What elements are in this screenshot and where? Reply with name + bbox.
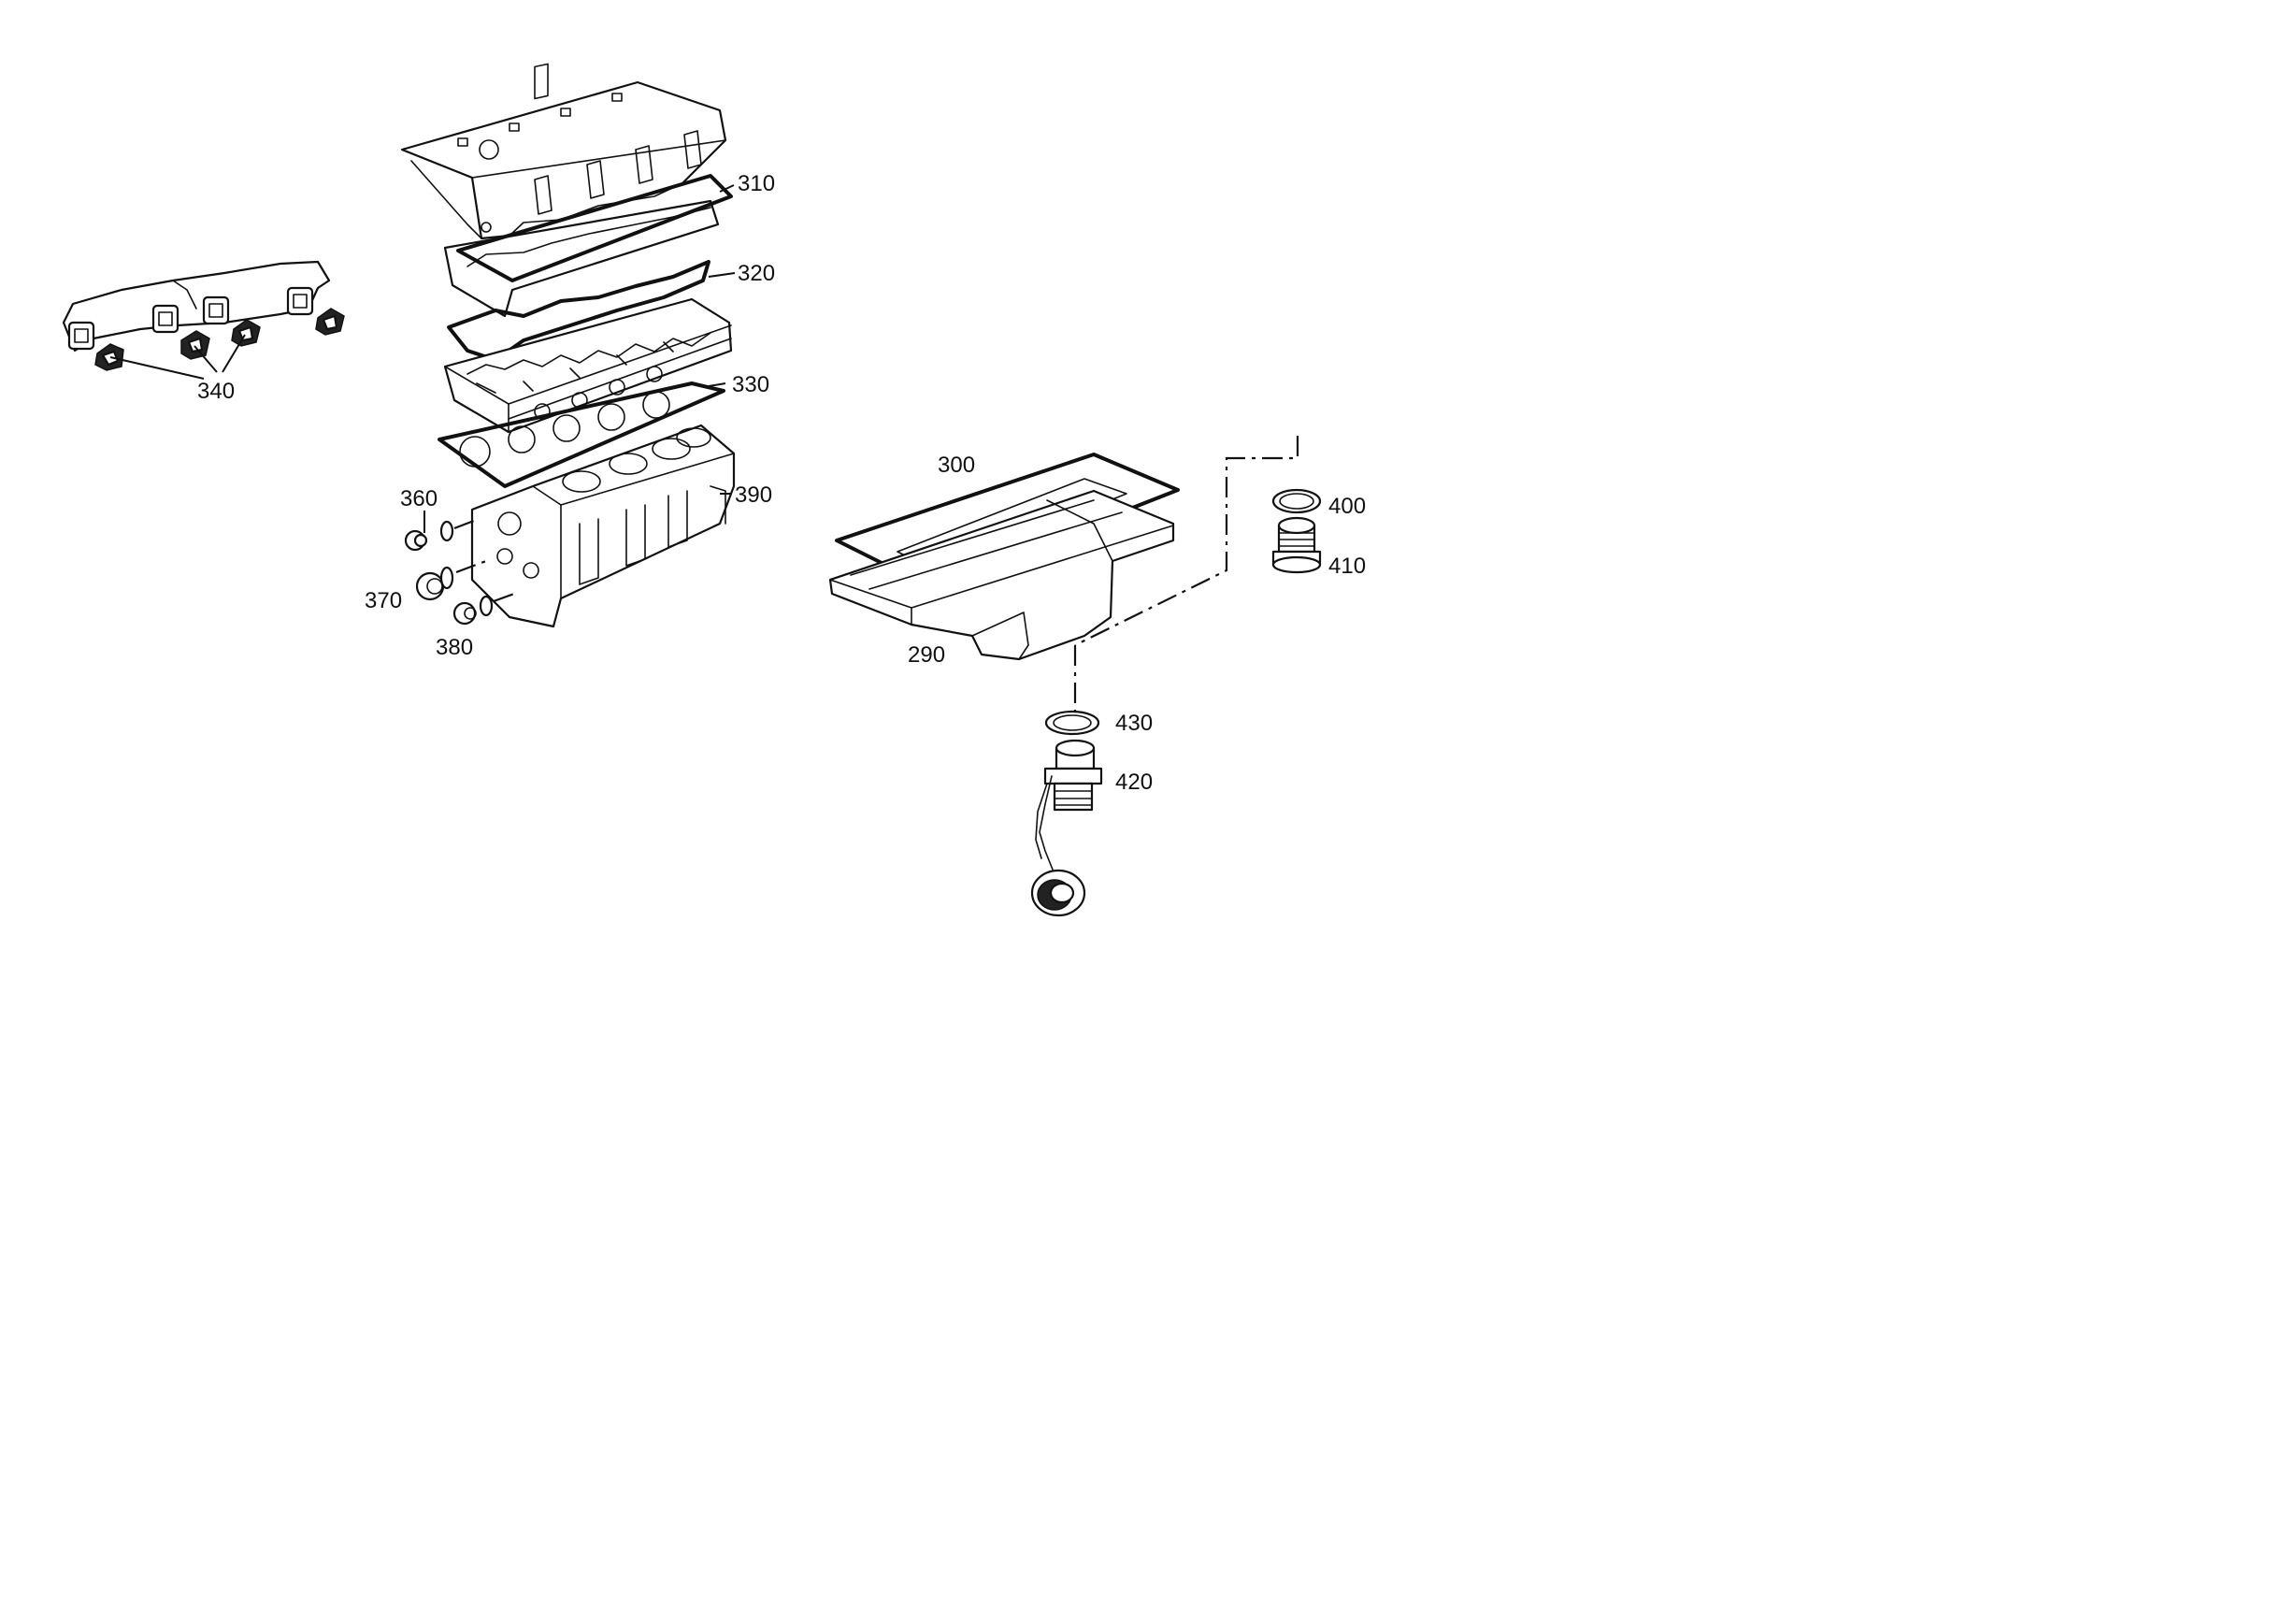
callout-430: 430 <box>1115 711 1153 736</box>
plug-360-axis <box>453 517 480 530</box>
seal-ring-430 <box>1044 710 1100 736</box>
callout-360: 360 <box>400 486 438 511</box>
callout-300: 300 <box>938 453 975 478</box>
plug-360 <box>404 520 454 552</box>
leader-310 <box>719 184 735 193</box>
exhaust-manifold <box>62 260 331 353</box>
drain-washer-400 <box>1271 488 1322 514</box>
callout-380: 380 <box>436 635 473 660</box>
callout-340: 340 <box>197 379 235 404</box>
plug-370-axis <box>455 559 487 574</box>
engine-block <box>470 424 736 628</box>
cylinder-head <box>443 297 733 434</box>
callout-400: 400 <box>1328 494 1366 519</box>
valve-cover <box>400 63 727 240</box>
leader-340 <box>109 334 246 380</box>
callout-390: 390 <box>735 482 772 508</box>
plug-380-axis <box>493 592 515 603</box>
drain-plug-axis <box>1074 436 1299 646</box>
callout-310: 310 <box>738 171 775 196</box>
callout-290: 290 <box>908 642 945 668</box>
callout-320: 320 <box>738 261 775 286</box>
head-gasket <box>438 381 725 488</box>
callout-370: 370 <box>365 588 402 613</box>
fitting-420 <box>1043 739 1103 812</box>
engine-gasket-exploded-diagram: 310 320 330 340 360 370 380 390 300 290 … <box>62 63 1366 917</box>
oil-pan <box>828 489 1175 661</box>
plug-380 <box>452 595 494 626</box>
drain-plug-410 <box>1271 516 1322 574</box>
valve-cover-gasket <box>443 174 733 318</box>
callout-330: 330 <box>732 372 769 397</box>
leader-330 <box>702 382 726 388</box>
callout-420: 420 <box>1115 770 1153 795</box>
plug-370 <box>415 566 454 601</box>
dipstick-chain-cap <box>1030 775 1086 917</box>
callout-410: 410 <box>1328 554 1366 579</box>
leader-320 <box>708 272 736 278</box>
